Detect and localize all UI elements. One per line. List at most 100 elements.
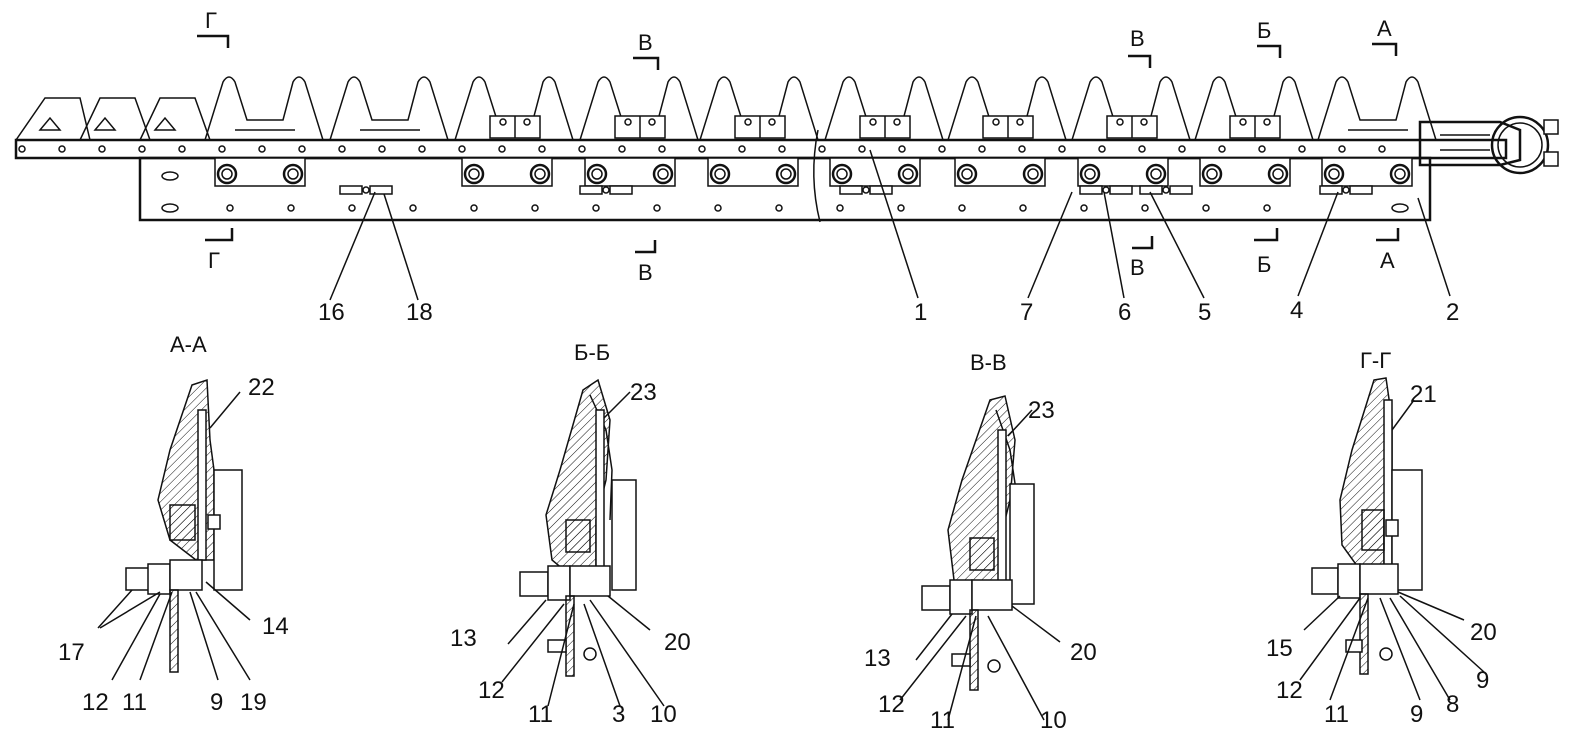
bar-hole — [698, 145, 706, 153]
guard-rivet — [992, 118, 1000, 126]
mark-v-top-1: В — [638, 30, 653, 55]
mark-g-bottom: Г — [208, 248, 220, 273]
callout-7: 7 — [1020, 299, 1033, 326]
bar-hole — [1298, 145, 1306, 153]
adjust-plate — [369, 185, 393, 195]
aa-callout-12: 12 — [82, 689, 109, 716]
section-title-gg: Г-Г — [1360, 348, 1391, 373]
guard-rivet — [768, 118, 776, 126]
bar-hole — [1338, 145, 1346, 153]
guard-rivet — [499, 118, 507, 126]
mark-g-top: Г — [205, 8, 217, 33]
adjust-bolt — [602, 186, 610, 194]
adjust-bolt — [1102, 186, 1110, 194]
guard-rivet — [1263, 118, 1271, 126]
bolt-head — [586, 163, 608, 185]
callout-1: 1 — [914, 299, 927, 326]
plate-hole — [1019, 204, 1027, 212]
bolt-inner — [591, 168, 603, 180]
bar-hole — [218, 145, 226, 153]
bar-hole — [818, 145, 826, 153]
callout-18: 18 — [406, 299, 433, 326]
guard-rivet — [648, 118, 656, 126]
bar-hole — [98, 145, 106, 153]
bar-hole — [138, 145, 146, 153]
guard-rivet — [1140, 118, 1148, 126]
bolt-head — [831, 163, 853, 185]
bar-hole — [658, 145, 666, 153]
guard-rivet — [893, 118, 901, 126]
plate-hole — [470, 204, 478, 212]
aa-callout-14: 14 — [262, 613, 289, 640]
plate-hole — [531, 204, 539, 212]
bar-hole — [618, 145, 626, 153]
bar-hole — [338, 145, 346, 153]
plate-hole — [287, 204, 295, 212]
plate-hole — [653, 204, 661, 212]
bar-hole — [778, 145, 786, 153]
bar-hole — [938, 145, 946, 153]
guard-rivet — [1116, 118, 1124, 126]
bolt-inner — [1272, 168, 1284, 180]
bar-hole — [18, 145, 26, 153]
plate-hole — [409, 204, 417, 212]
gg-callout-9: 9 — [1410, 701, 1423, 728]
bar-hole — [1258, 145, 1266, 153]
adjust-plate — [609, 185, 633, 195]
gg-callout-20: 20 — [1470, 619, 1497, 646]
plate-hole — [592, 204, 600, 212]
bolt-inner — [780, 168, 792, 180]
bolt-inner — [1394, 168, 1406, 180]
bb-callout-10: 10 — [650, 701, 677, 728]
aa-callout-22: 22 — [248, 374, 275, 401]
bolt-inner — [221, 168, 233, 180]
gg-callout-12: 12 — [1276, 677, 1303, 704]
bolt-head — [956, 163, 978, 185]
guide-bar — [14, 138, 1508, 160]
finger-guard — [204, 76, 324, 141]
gg-callout-8: 8 — [1446, 691, 1459, 718]
bolt-head — [652, 163, 674, 185]
mark-v-top-2: В — [1130, 26, 1145, 51]
bb-callout-13: 13 — [450, 625, 477, 652]
bolt-inner — [902, 168, 914, 180]
bolt-inner — [287, 168, 299, 180]
guard-rivet — [1016, 118, 1024, 126]
guard-rivet — [523, 118, 531, 126]
bolt-inner — [1084, 168, 1096, 180]
plate-hole — [1080, 204, 1088, 212]
finger-guard — [329, 76, 449, 141]
adjust-plate — [1349, 185, 1373, 195]
bar-hole — [978, 145, 986, 153]
plate-hole — [836, 204, 844, 212]
bar-hole — [538, 145, 546, 153]
bolt-head — [1079, 163, 1101, 185]
bolt-head — [529, 163, 551, 185]
bb-callout-23: 23 — [630, 379, 657, 406]
vv-callout-10: 10 — [1040, 707, 1067, 734]
section-title-aa: А-А — [170, 332, 207, 357]
bar-hole — [898, 145, 906, 153]
mark-b-bottom: Б — [1257, 252, 1271, 277]
mark-b-top: Б — [1257, 18, 1271, 43]
callout-5: 5 — [1198, 299, 1211, 326]
bar-hole — [1018, 145, 1026, 153]
bolt-head — [1145, 163, 1167, 185]
plate-slot — [161, 203, 179, 213]
adjust-plate — [1319, 185, 1343, 195]
bar-hole — [1058, 145, 1066, 153]
adjust-bolt — [1162, 186, 1170, 194]
bar-hole — [578, 145, 586, 153]
bar-hole — [378, 145, 386, 153]
plate-hole — [1202, 204, 1210, 212]
bolt-head — [1267, 163, 1289, 185]
adjust-plate — [869, 185, 893, 195]
left-guards — [15, 97, 211, 141]
aa-callout-11: 11 — [122, 689, 147, 716]
bolt-inner — [836, 168, 848, 180]
bar-hole — [258, 145, 266, 153]
adjust-plate — [1079, 185, 1103, 195]
bar-hole — [1378, 145, 1386, 153]
bolt-head — [709, 163, 731, 185]
section-title-bb: Б-Б — [574, 340, 610, 365]
